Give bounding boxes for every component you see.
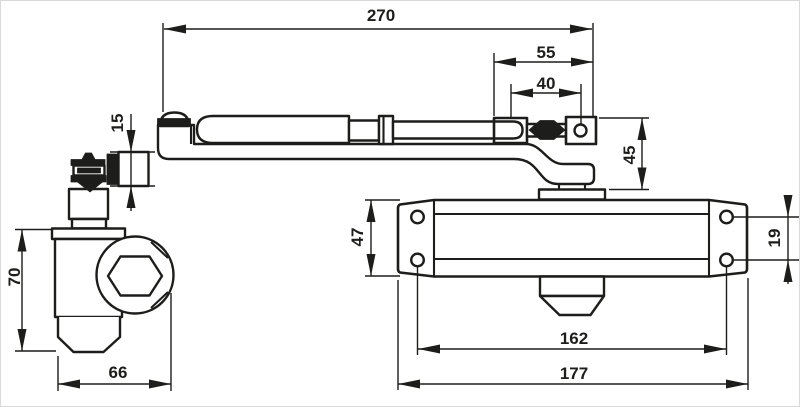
dimension-45: 45 (599, 117, 649, 191)
dimension-label-40: 40 (537, 74, 556, 93)
end-bracket-hole (573, 123, 588, 138)
front-view-body (396, 184, 749, 317)
dimension-162: 162 (416, 267, 728, 355)
dimension-177: 177 (397, 278, 749, 390)
body-collar (50, 227, 127, 241)
cylinder-chamfer-ticks (150, 241, 169, 309)
arm-bracket-side (117, 150, 150, 188)
dimension-40: 40 (510, 74, 582, 125)
top-view-arm-assembly (156, 111, 598, 186)
dimension-label-270: 270 (367, 6, 395, 25)
body-outline (396, 198, 749, 278)
dimension-label-47: 47 (348, 228, 367, 247)
mounting-foot (56, 317, 122, 354)
mounting-hole (719, 252, 735, 268)
threaded-rod-end (391, 120, 524, 140)
shoe-wedge (77, 181, 103, 193)
dimension-label-45: 45 (620, 146, 639, 165)
dimension-label-19: 19 (765, 229, 784, 248)
mounting-hole (410, 252, 426, 268)
dimension-label-55: 55 (537, 43, 556, 62)
dimension-label-66: 66 (109, 363, 128, 382)
valve-cover-taper (538, 294, 606, 317)
mounting-hole (719, 209, 735, 225)
dimension-label-177: 177 (560, 364, 588, 383)
shoe-screw-peak (81, 152, 96, 160)
shoe-band-bottom (70, 175, 107, 183)
dimension-19: 19 (734, 195, 799, 284)
dimension-47: 47 (348, 199, 400, 277)
forearm-link-tube (195, 114, 351, 145)
dimension-label-162: 162 (560, 329, 588, 348)
adjustment-nut (377, 114, 395, 146)
dimension-label-15: 15 (108, 114, 127, 133)
valve-cover-block (538, 275, 606, 298)
link-rod-narrow (347, 119, 381, 142)
spindle-block-lower (70, 217, 108, 230)
shoe-channel-slide (77, 167, 101, 174)
dimension-label-70: 70 (5, 268, 24, 287)
side-view-body (50, 150, 175, 354)
cylinder-hex-socket (106, 255, 164, 297)
dimension-15: 15 (108, 114, 155, 211)
dimension-70: 70 (5, 228, 56, 352)
spindle-block-upper (67, 187, 110, 221)
pinion-hub-plate (537, 188, 607, 201)
mounting-hole (410, 209, 426, 225)
main-arm (156, 123, 596, 186)
dimension-270: 270 (162, 6, 594, 116)
shoe-plate-edge (106, 153, 119, 185)
arm-shoe-cap-band (157, 118, 191, 127)
dimension-55: 55 (493, 43, 593, 116)
dimension-66: 66 (57, 293, 172, 391)
dimensions: 270 55 40 45 15 47 (5, 6, 799, 391)
